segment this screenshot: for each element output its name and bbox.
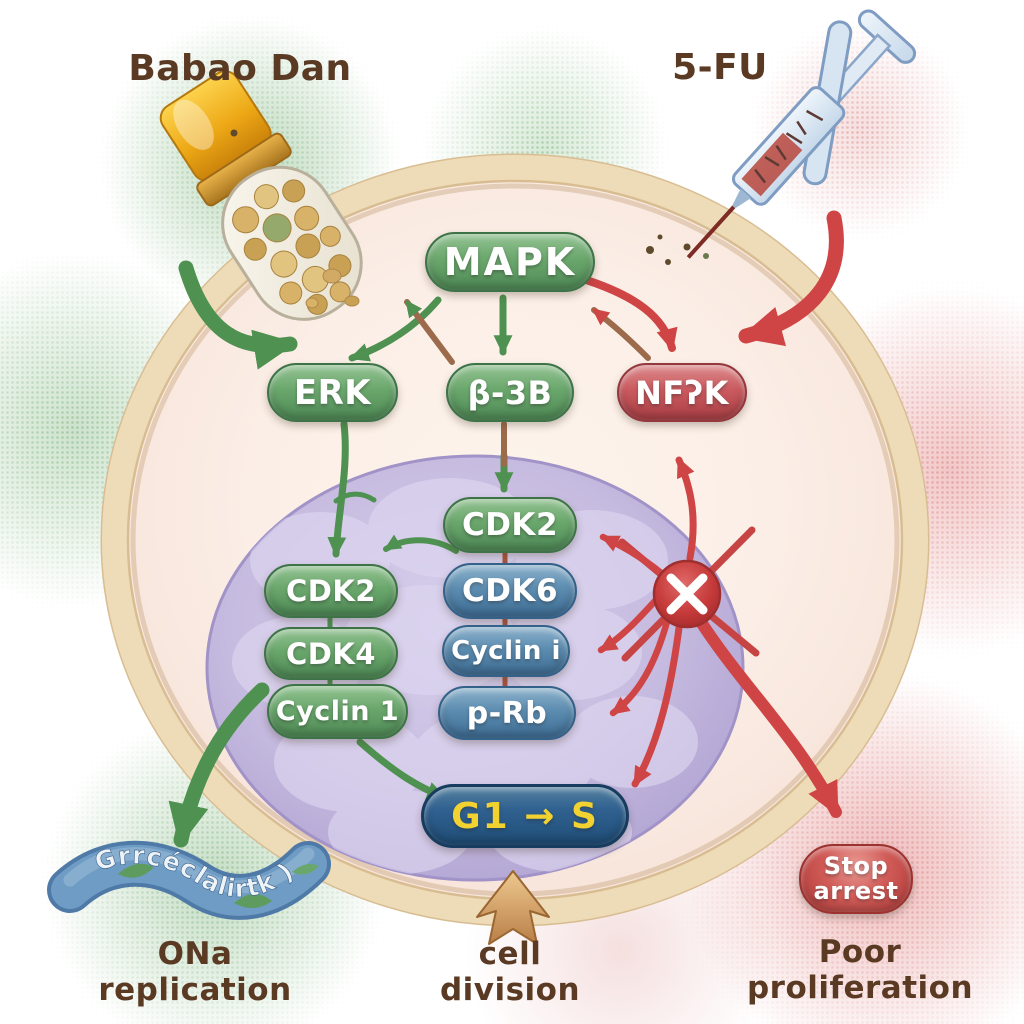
green-arrows	[168, 260, 514, 848]
node-cyclin-1: Cyclin 1	[267, 684, 408, 739]
stop-line: Stop	[823, 851, 889, 880]
node-cdk6: CDK6	[443, 563, 577, 619]
node-erk: ERK	[267, 363, 398, 422]
node-cdk2-center: CDK2	[443, 497, 577, 553]
syringe-icon	[686, 9, 917, 259]
stop-arrest-badge: Stop arrest	[799, 844, 913, 914]
cell-division-label: cell division	[439, 936, 581, 1008]
blocked-x-icon	[652, 559, 722, 629]
node-nfkb: NFʔK	[617, 363, 747, 422]
node-mapk: MAPK	[425, 232, 595, 292]
node-cdk2-left: CDK2	[264, 564, 398, 618]
node-gsk3b: β-3B	[446, 363, 574, 422]
arrest-line: arrest	[813, 877, 899, 905]
node-cyclin-i: Cyclin i	[442, 625, 570, 677]
dna-replication-label: ONa replication	[98, 936, 292, 1008]
node-g1-s: G1 → S	[421, 784, 629, 848]
up-arrow-icon	[476, 870, 550, 945]
node-cdk4: CDK4	[264, 627, 398, 680]
five-fu-title: 5-FU	[672, 47, 768, 88]
herb-specks	[230, 129, 709, 265]
poor-proliferation-label: Poor proliferation	[746, 934, 974, 1006]
babao-dan-title: Babao Dan	[128, 48, 352, 89]
spilled-pellets	[305, 268, 360, 309]
node-p-rb: p-Rb	[438, 686, 576, 740]
